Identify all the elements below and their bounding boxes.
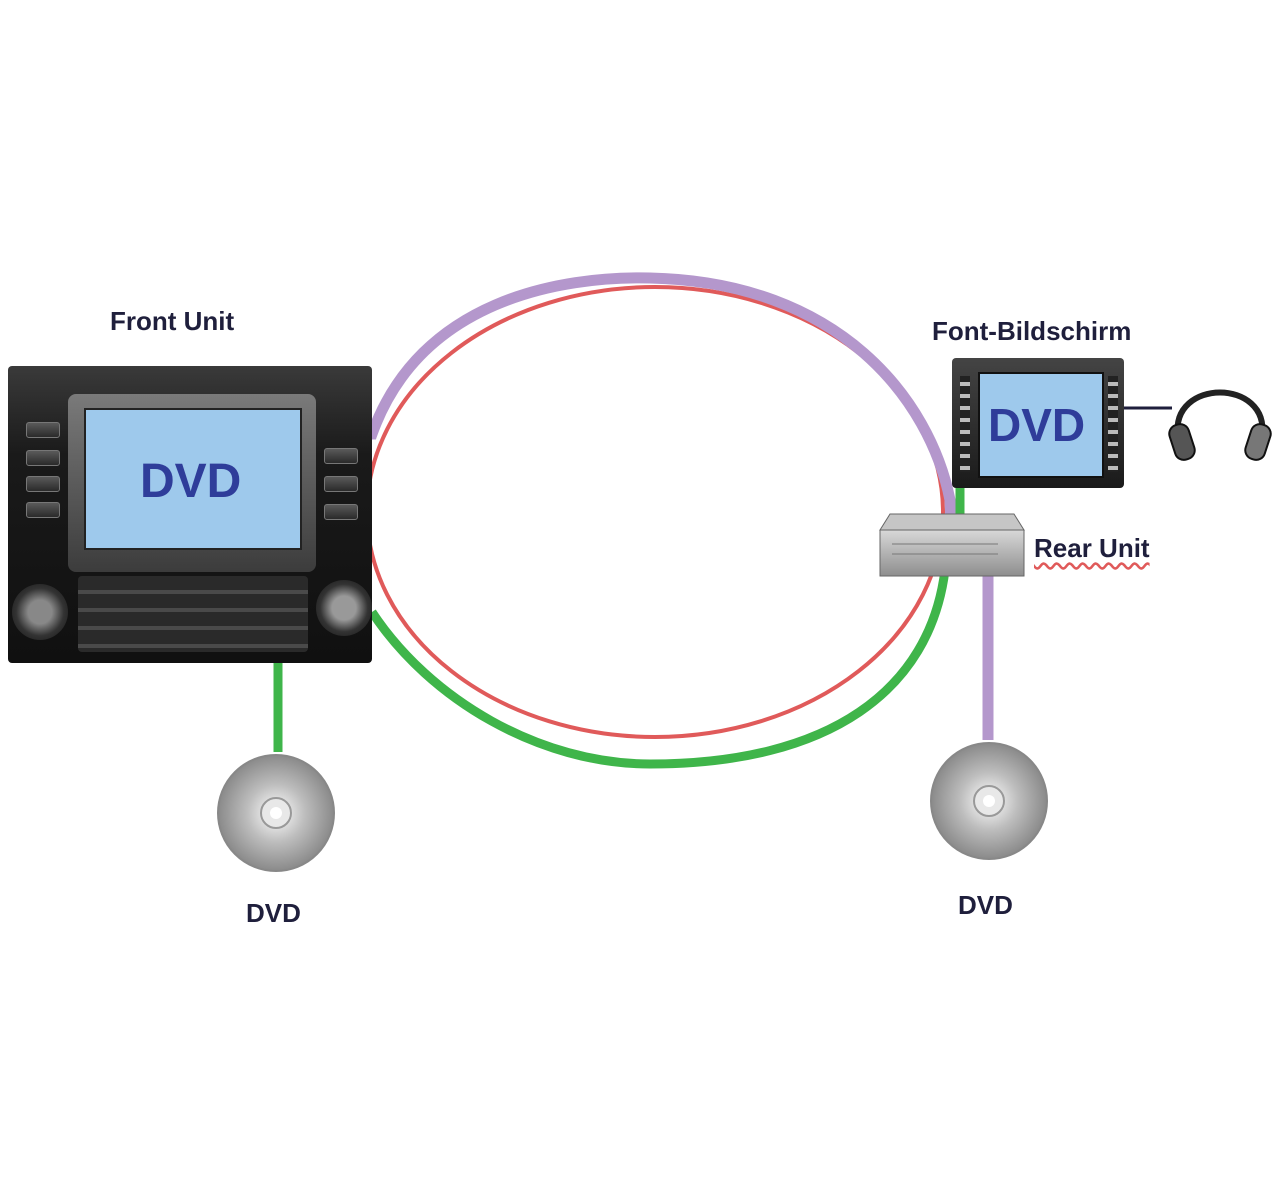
- front-left-button-4: [26, 502, 60, 518]
- front-unit-head-unit: DVD: [8, 366, 372, 663]
- font-bildschirm-label: Font-Bildschirm: [932, 316, 1132, 346]
- dvd-right-label: DVD: [958, 890, 1013, 920]
- disc-icon: [217, 754, 335, 872]
- rear-unit-box: [879, 513, 1025, 577]
- front-screen: [84, 408, 302, 550]
- front-right-button-1: [324, 448, 358, 464]
- dvd-left-label: DVD: [246, 898, 301, 928]
- front-keypad: [78, 576, 308, 652]
- front-left-button-3: [26, 476, 60, 492]
- rear-monitor-right-buttons: [1108, 376, 1118, 472]
- front-screen-dvd-text: DVD: [140, 455, 242, 508]
- purple-cable-top: [300, 272, 994, 740]
- rear-screen: [978, 372, 1104, 478]
- front-left-button-1: [26, 422, 60, 438]
- front-right-button-2: [324, 476, 358, 492]
- front-right-knob: [316, 580, 372, 636]
- rear-monitor-left-buttons: [960, 376, 970, 472]
- green-cable-bottom: [368, 478, 965, 769]
- rear-monitor: [952, 358, 1124, 488]
- headphones-icon: [1168, 389, 1272, 461]
- red-cable-loop: [365, 285, 945, 739]
- disc-icon: [930, 742, 1048, 860]
- rear-unit-label: Rear Unit: [1034, 533, 1150, 563]
- front-unit-label: Front Unit: [110, 306, 235, 336]
- front-left-button-2: [26, 450, 60, 466]
- front-right-button-3: [324, 504, 358, 520]
- rear-screen-dvd-text: DVD: [988, 399, 1086, 451]
- front-left-knob: [12, 584, 68, 640]
